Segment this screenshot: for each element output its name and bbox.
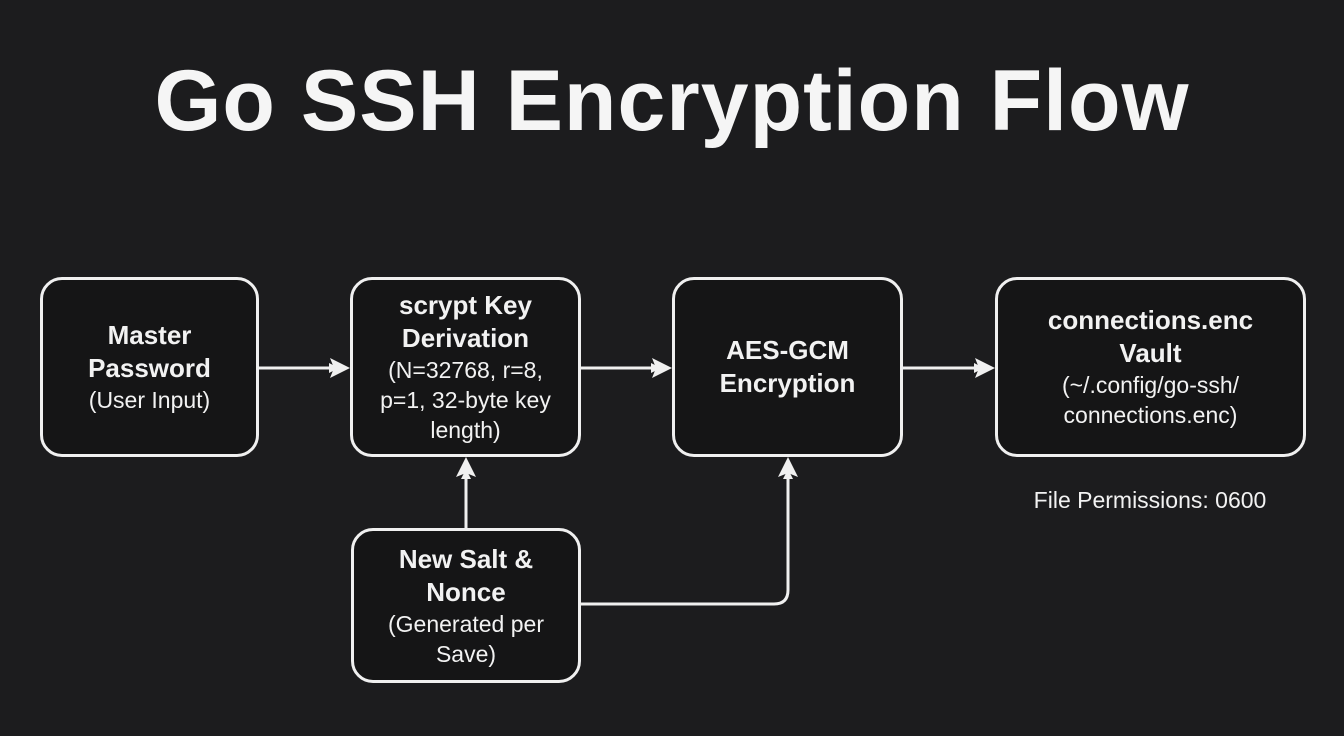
node-title: Nonce (426, 576, 506, 607)
node-scrypt-key-derivation: scrypt Key Derivation (N=32768, r=8, p=1… (350, 277, 581, 457)
node-title: Encryption (719, 368, 856, 398)
arrow-salt-to-aes (580, 469, 793, 606)
node-title: Password (88, 353, 211, 383)
node-title: scrypt Key (399, 290, 532, 320)
node-subtitle: (N=32768, r=8, (388, 357, 543, 383)
node-subtitle: connections.enc) (1063, 402, 1238, 428)
node-subtitle: (User Input) (88, 387, 211, 413)
node-title: Vault (1119, 338, 1182, 368)
node-connections-vault: connections.enc Vault (~/.config/go-ssh/… (995, 277, 1306, 457)
node-title: Derivation (401, 323, 530, 353)
node-title: connections.enc (1047, 305, 1254, 335)
node-title: Master (107, 320, 192, 350)
diagram-title: Go SSH Encryption Flow (154, 53, 1190, 149)
node-subtitle: (Generated per (388, 610, 544, 637)
node-title: New Salt & (398, 543, 534, 574)
node-salt-nonce: New Salt & Nonce (Generated per Save) (351, 528, 581, 683)
file-permissions-note: File Permissions: 0600 (1033, 487, 1267, 513)
node-title: AES-GCM (726, 335, 849, 365)
node-aes-gcm-encryption: AES-GCM Encryption (672, 277, 903, 457)
node-subtitle: (~/.config/go-ssh/ (1061, 372, 1240, 398)
node-subtitle: length) (430, 417, 501, 443)
node-subtitle: Save) (435, 640, 497, 667)
node-master-password: Master Password (User Input) (40, 277, 259, 457)
node-subtitle: p=1, 32-byte key (380, 387, 551, 413)
